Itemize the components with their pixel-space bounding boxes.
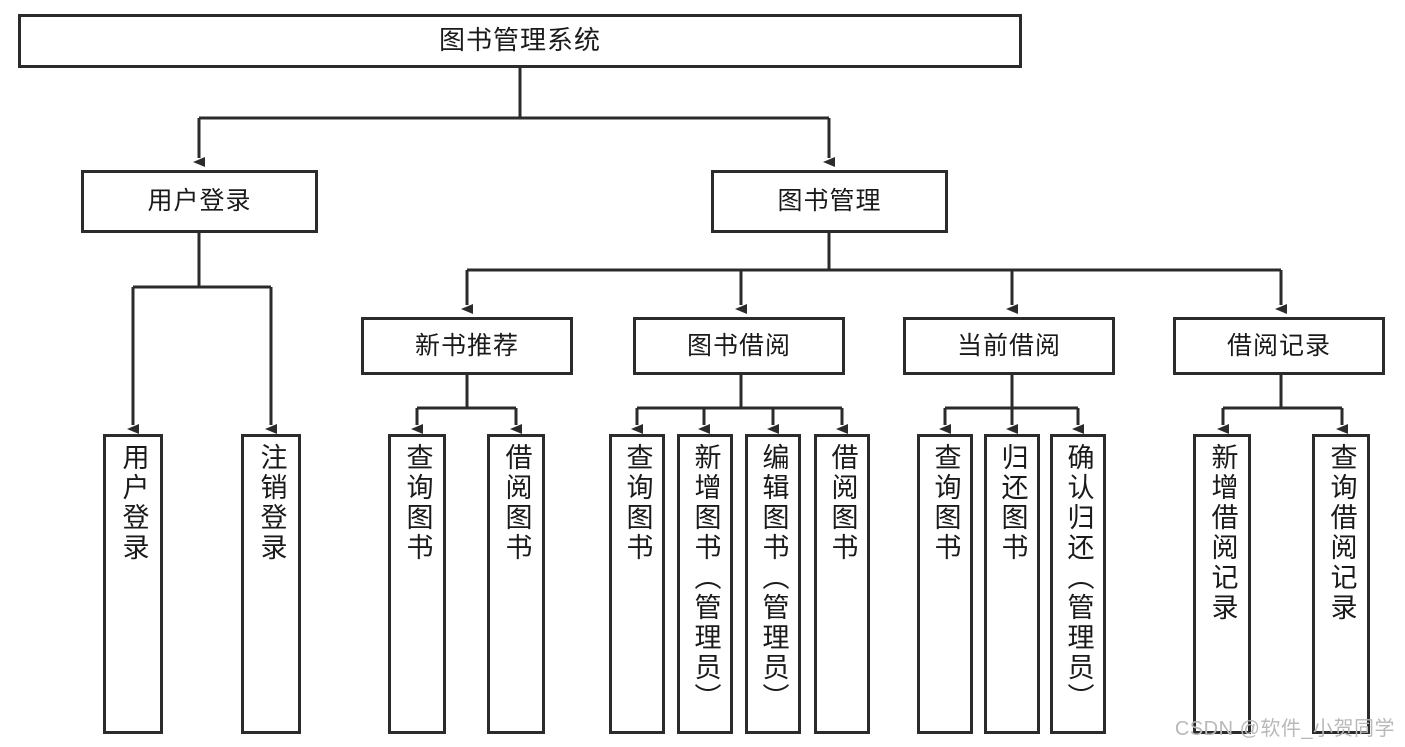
node-label: 查询图书 [930, 443, 961, 563]
node-label: 注销登录 [256, 443, 287, 563]
node-label: 新增图书（管理员） [690, 443, 721, 713]
leaf-book-borrow-add-book-admin[interactable]: 新增图书（管理员） [677, 434, 733, 734]
node-label: 当前借阅 [956, 331, 1061, 360]
node-label: 查询图书 [622, 443, 653, 563]
leaf-borrow-record-add-record[interactable]: 新增借阅记录 [1193, 434, 1251, 734]
node-book-borrow[interactable]: 图书借阅 [633, 317, 845, 375]
leaf-new-book-borrow-book[interactable]: 借阅图书 [487, 434, 545, 734]
node-user-login[interactable]: 用户登录 [81, 170, 318, 233]
node-label: 用户登录 [118, 443, 149, 563]
node-label: 新书推荐 [414, 331, 519, 360]
node-label: 归还图书 [997, 443, 1028, 563]
leaf-current-borrow-confirm-return-admin[interactable]: 确认归还（管理员） [1050, 434, 1106, 734]
leaf-user-login-logout[interactable]: 注销登录 [241, 434, 301, 734]
node-label: 查询图书 [402, 443, 433, 563]
leaf-book-borrow-query-book[interactable]: 查询图书 [609, 434, 665, 734]
node-label: 查询借阅记录 [1326, 443, 1357, 623]
node-label: 用户登录 [147, 187, 252, 216]
node-label: 确认归还（管理员） [1063, 443, 1094, 713]
node-borrow-record[interactable]: 借阅记录 [1173, 317, 1385, 375]
node-label: 图书管理系统 [438, 25, 601, 56]
node-label: 图书管理 [777, 187, 882, 216]
node-label: 借阅图书 [501, 443, 532, 563]
node-label: 借阅图书 [827, 443, 858, 563]
node-book-management[interactable]: 图书管理 [711, 170, 948, 233]
node-label: 编辑图书（管理员） [758, 443, 789, 713]
node-label: 借阅记录 [1226, 331, 1331, 360]
leaf-current-borrow-query-book[interactable]: 查询图书 [917, 434, 973, 734]
leaf-book-borrow-edit-book-admin[interactable]: 编辑图书（管理员） [745, 434, 801, 734]
leaf-new-book-query-book[interactable]: 查询图书 [388, 434, 446, 734]
leaf-current-borrow-return-book[interactable]: 归还图书 [984, 434, 1040, 734]
node-label: 图书借阅 [686, 331, 791, 360]
node-label: 新增借阅记录 [1207, 443, 1238, 623]
csdn-watermark: CSDN @软件_小贺同学 [1174, 718, 1395, 740]
leaf-user-login-login[interactable]: 用户登录 [103, 434, 163, 734]
node-current-borrow[interactable]: 当前借阅 [903, 317, 1115, 375]
leaf-borrow-record-query-record[interactable]: 查询借阅记录 [1312, 434, 1370, 734]
leaf-book-borrow-borrow-book[interactable]: 借阅图书 [814, 434, 870, 734]
node-root-book-management-system[interactable]: 图书管理系统 [18, 14, 1022, 68]
node-new-book-recommend[interactable]: 新书推荐 [361, 317, 573, 375]
